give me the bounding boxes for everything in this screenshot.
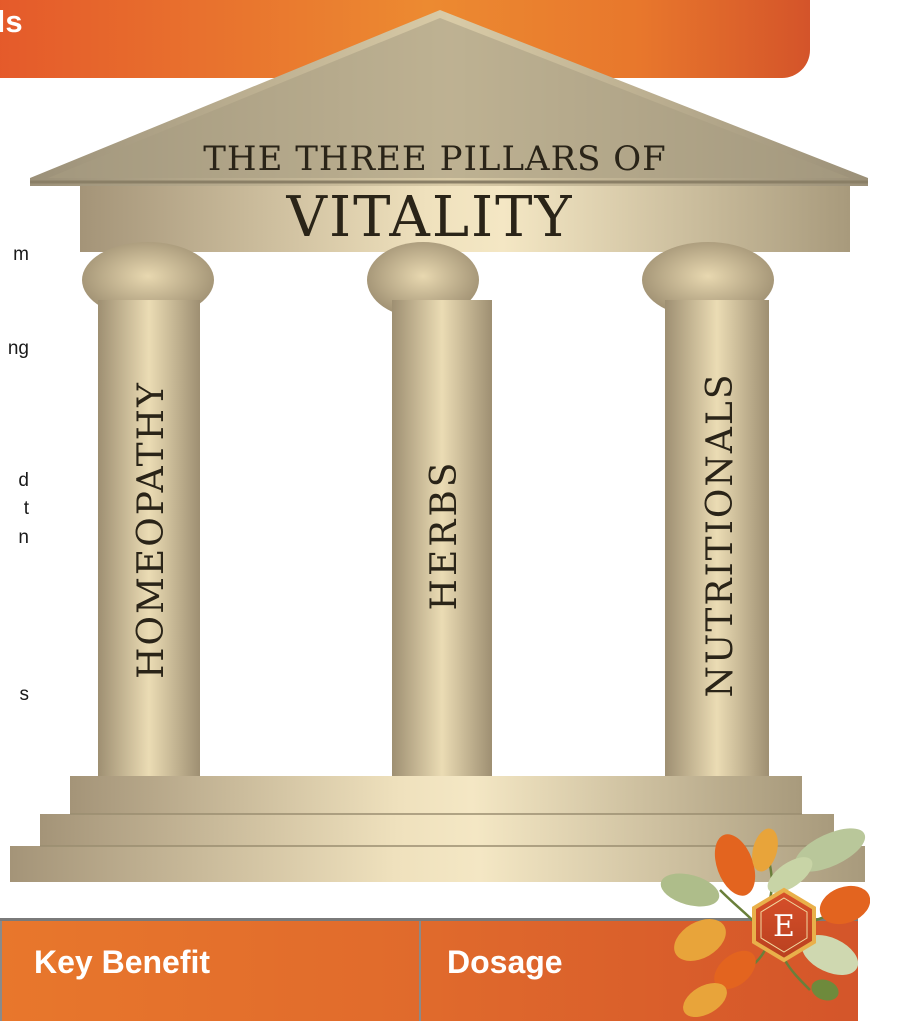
heading-small: THE THREE PILLARS OF [203,139,667,179]
pillar-nutritionals [665,300,769,776]
heading-vitality: VITALITY [286,185,574,250]
column-header-dosage: Dosage [447,944,563,980]
section-title-fragment: cols [0,4,23,39]
entablature [80,186,850,252]
base-step-top [70,776,802,814]
pillar-label-homeopathy: HOMEOPATHY [131,381,172,679]
column-divider [0,921,2,1021]
text-fragment: n [18,527,29,548]
pillar-label-herbs: HERBS [424,460,465,611]
column-divider [419,921,421,1021]
pillar-label-nutritionals: NUTRITIONALS [700,373,741,698]
pillar-homeopathy [98,300,200,776]
brand-leaf-logo: E [660,828,870,1017]
text-fragment: ng [7,338,29,359]
text-fragment: m [13,244,29,265]
logo-letter: E [773,909,795,944]
base-step-middle [40,814,834,846]
text-fragment: t [23,498,29,519]
text-fragment: d [18,470,29,491]
column-header-key-benefit: Key Benefit [34,944,211,980]
text-fragment: s [19,684,30,705]
pillar-herbs [392,300,492,776]
